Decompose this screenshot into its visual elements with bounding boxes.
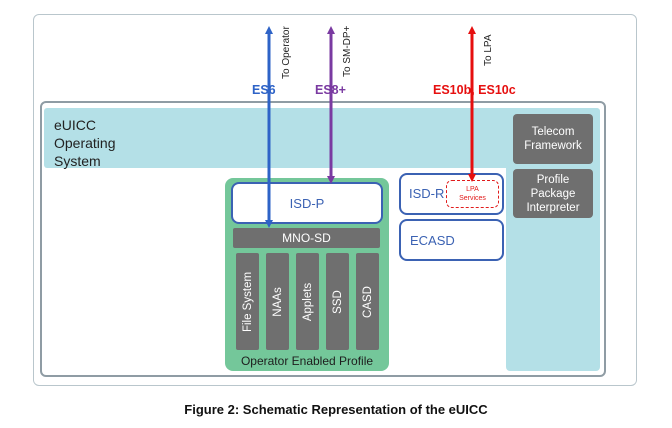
es8-label: ES8+ [315,83,346,97]
isd-p-box: ISD-P [231,182,383,224]
os-label-line1: eUICC [54,117,97,133]
ssd-box: SSD [326,253,349,350]
naas-box: NAAs [266,253,289,350]
file-system-box: File System [236,253,259,350]
applets-box: Applets [296,253,319,350]
lpa-services-line2: Services [459,195,486,202]
os-label-line2: Operating [54,135,116,151]
mno-sd-box: MNO-SD [233,228,380,248]
lpa-services-line1: LPA [466,186,479,193]
ecasd-label: ECASD [410,232,455,248]
profile-package-interpreter-box: Profile Package Interpreter [513,169,593,218]
os-label: eUICC Operating System [54,116,194,170]
to-operator-label: To Operator [281,26,292,79]
operator-enabled-profile-label: Operator Enabled Profile [240,354,374,368]
isd-r-label: ISD-R [409,186,445,201]
to-sm-dp-label: To SM-DP+ [342,25,353,77]
es10-label: ES10b, ES10c [433,83,516,97]
mno-sd-label: MNO-SD [282,231,331,245]
os-label-line3: System [54,153,101,169]
casd-box: CASD [356,253,379,350]
telecom-framework-label: Telecom Framework [524,126,582,152]
es6-label: ES6 [252,83,276,97]
figure-caption: Figure 2: Schematic Representation of th… [184,402,488,417]
profile-package-interpreter-label: Profile Package Interpreter [526,173,580,214]
isd-p-label: ISD-P [289,195,325,211]
telecom-framework-box: Telecom Framework [513,114,593,164]
to-lpa-label: To LPA [483,34,494,66]
ecasd-box: ECASD [399,219,504,261]
